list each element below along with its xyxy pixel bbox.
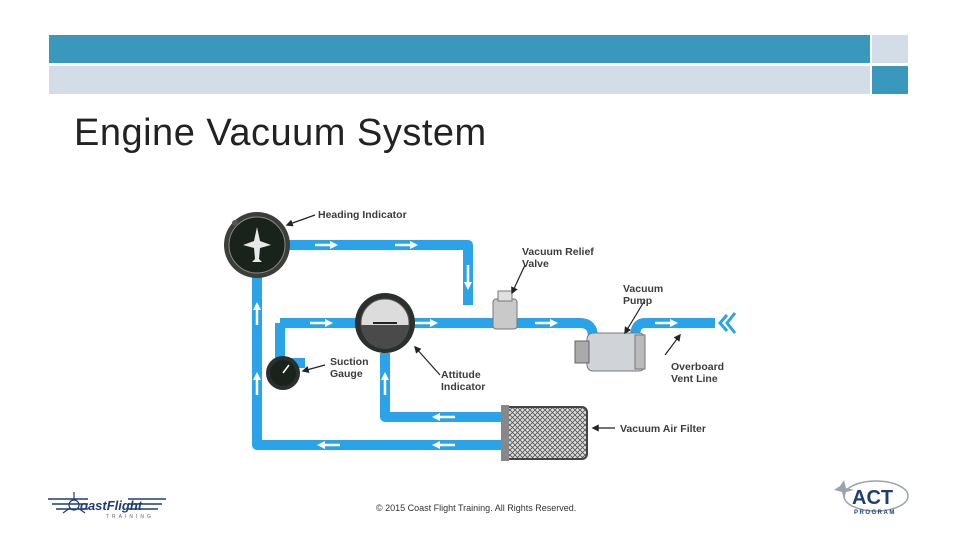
- header-band-primary: [49, 35, 870, 63]
- label-suction-gauge-2: Gauge: [330, 368, 363, 380]
- label-overboard-vent-1: Overboard: [671, 361, 724, 373]
- label-vacuum-pump-2: Pump: [623, 295, 652, 307]
- suction-gauge: [266, 356, 300, 390]
- header-square-light: [872, 35, 908, 63]
- act-program-logo: ACT PROGRAM: [834, 480, 909, 516]
- vacuum-relief-valve: [492, 290, 518, 330]
- label-suction-gauge-1: Suction: [330, 356, 369, 368]
- vacuum-air-filter: [501, 405, 588, 461]
- label-heading-indicator: Heading Indicator: [318, 209, 407, 221]
- heading-indicator: [224, 212, 290, 278]
- vacuum-pump: [574, 332, 646, 372]
- slide-title: Engine Vacuum System: [74, 112, 487, 154]
- label-vacuum-air-filter: Vacuum Air Filter: [620, 423, 706, 435]
- label-relief-valve-2: Valve: [522, 258, 549, 270]
- logo-left-brand: oastFlight: [80, 498, 143, 513]
- label-attitude-indicator-1: Attitude: [441, 369, 481, 381]
- vacuum-lines: [252, 240, 715, 450]
- attitude-indicator: [355, 293, 415, 353]
- header-square-accent: [872, 66, 908, 94]
- label-vacuum-pump-1: Vacuum: [623, 283, 663, 295]
- logo-left-sub: TRAINING: [106, 514, 154, 520]
- overboard-vent-marks: [718, 312, 737, 334]
- logo-right-sub: PROGRAM: [854, 510, 896, 516]
- copyright-text: © 2015 Coast Flight Training. All Rights…: [376, 503, 577, 513]
- logo-right-brand: ACT: [852, 487, 893, 509]
- flow-arrows: [253, 241, 678, 449]
- coastflight-logo: oastFlight TRAINING: [48, 492, 166, 520]
- label-attitude-indicator-2: Indicator: [441, 381, 485, 393]
- label-overboard-vent-2: Vent Line: [671, 373, 718, 385]
- label-relief-valve-1: Vacuum Relief: [522, 246, 594, 258]
- header-band-secondary: [49, 66, 870, 94]
- vacuum-system-diagram: Heading Indicator Vacuum Relief Valve Va…: [224, 209, 737, 461]
